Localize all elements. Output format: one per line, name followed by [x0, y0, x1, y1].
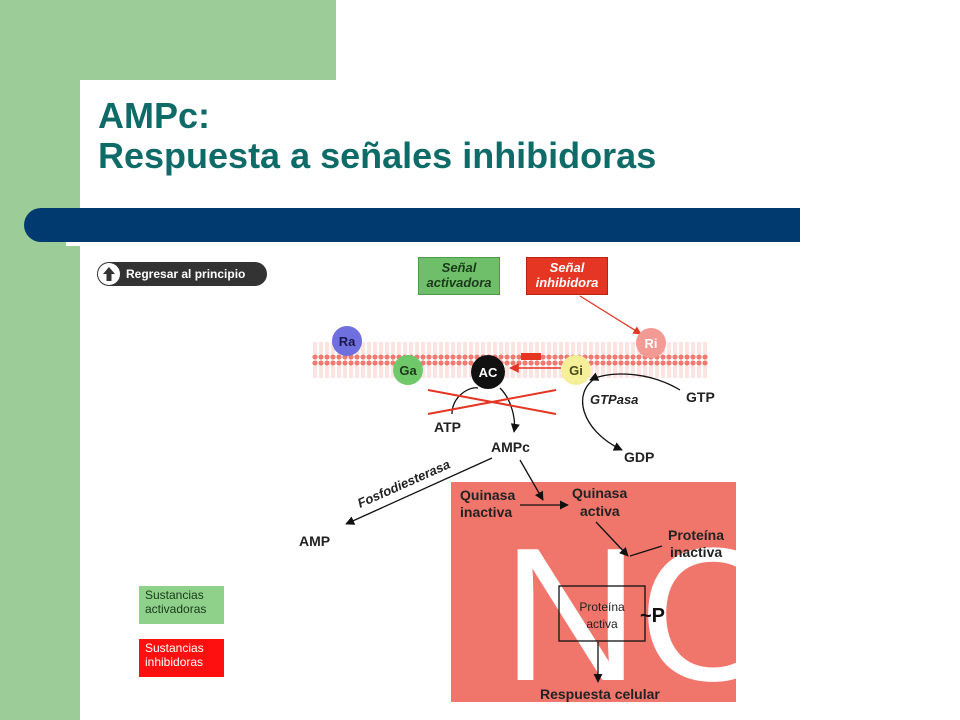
inhibitory-signal-arrow — [579, 295, 642, 335]
legend-activating-line-2: activadoras — [145, 602, 207, 616]
title-divider-bar — [24, 208, 800, 242]
activating-signal-line-1: Señal — [441, 260, 477, 275]
gtp-binding-arrow — [589, 372, 681, 391]
inactive-kinase-label-2: inactiva — [460, 504, 512, 520]
cross-line-2 — [427, 389, 557, 415]
ra-label: Ra — [339, 334, 356, 349]
gdp-label: GDP — [624, 449, 654, 465]
legend-inhibiting-line-1: Sustancias — [145, 641, 204, 655]
ga-label: Ga — [399, 363, 417, 378]
legend-activating: Sustancias activadoras — [139, 586, 224, 624]
cell-response-label: Respuesta celular — [540, 686, 660, 702]
ampc-production-arrow — [499, 387, 520, 433]
gdp-release-arrow — [581, 377, 623, 451]
corner-curve — [80, 80, 160, 160]
phosphorylation-arrow — [595, 521, 629, 557]
receptor-ri: Ri — [636, 328, 666, 358]
ac-label: AC — [479, 365, 498, 380]
gtpase-label: GTPasa — [590, 392, 638, 407]
active-protein-box — [558, 585, 646, 642]
active-protein-label-2: activa — [586, 617, 618, 631]
active-kinase-label-2: activa — [580, 503, 620, 519]
substrate-arrow — [629, 545, 663, 557]
inhibition-bar — [521, 353, 541, 360]
phosphate-label: ~P — [640, 605, 665, 627]
gi-label: Gi — [569, 363, 583, 378]
phosphodiesterase-arrow — [345, 457, 493, 525]
inhibiting-signal-box: Señal inhibidora — [526, 257, 608, 295]
phosphodiesterase-label: Fosfodiesterasa — [355, 456, 452, 510]
arrow-up-icon — [98, 263, 120, 285]
activating-signal-line-2: activadora — [426, 275, 492, 290]
g-protein-gi: Gi — [561, 355, 591, 385]
amp-label: AMP — [299, 533, 330, 549]
back-to-start-button[interactable]: Regresar al principio — [97, 262, 267, 286]
divider-notch — [66, 242, 80, 246]
legend-inhibiting: Sustancias inhibidoras — [139, 639, 224, 677]
inhibiting-signal-line-1: Señal — [549, 260, 585, 275]
atp-uptake-arrow — [451, 387, 479, 415]
receptor-ra: Ra — [332, 326, 362, 356]
activating-signal-box: Señal activadora — [418, 257, 500, 295]
no-response-box — [451, 482, 736, 702]
kinase-activation-arrow — [519, 459, 544, 501]
g-protein-ga: Ga — [393, 355, 423, 385]
inactive-kinase-label-1: Quinasa — [460, 487, 515, 503]
back-button-label: Regresar al principio — [126, 267, 246, 281]
gtp-label: GTP — [686, 389, 715, 405]
title-line-1: AMPc: — [98, 95, 211, 136]
inhibiting-signal-line-2: inhibidora — [535, 275, 599, 290]
side-accent-left — [0, 0, 80, 720]
active-kinase-label-1: Quinasa — [572, 485, 627, 501]
side-accent-top — [80, 0, 336, 80]
legend-inhibiting-line-2: inhibidoras — [145, 655, 204, 669]
slide-title: AMPc: Respuesta a señales inhibidoras — [98, 96, 656, 176]
atp-label: ATP — [434, 419, 461, 435]
adenylate-cyclase-ac: AC — [471, 355, 505, 389]
legend-activating-line-1: Sustancias — [145, 588, 204, 602]
inactive-protein-label-2: inactiva — [670, 544, 722, 560]
ampc-label: AMPc — [491, 439, 530, 455]
inactive-protein-label-1: Proteína — [668, 527, 724, 543]
title-line-2: Respuesta a señales inhibidoras — [98, 135, 657, 176]
active-protein-label-1: Proteína — [579, 600, 625, 614]
ri-label: Ri — [645, 336, 658, 351]
